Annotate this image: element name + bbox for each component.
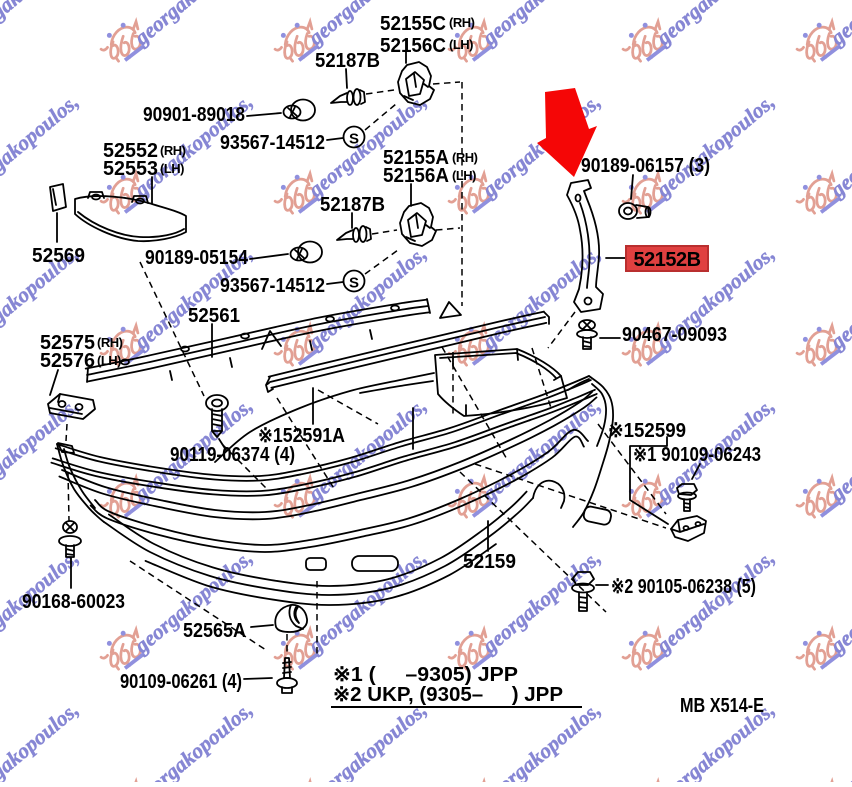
svg-text:※1 90109-06243: ※1 90109-06243 — [633, 444, 761, 466]
svg-text:52159: 52159 — [463, 551, 516, 573]
svg-text:(RH): (RH) — [160, 143, 186, 158]
svg-text:(LH): (LH) — [452, 168, 476, 183]
svg-text:90168-60023: 90168-60023 — [22, 591, 125, 613]
svg-text:90119-06374 (4): 90119-06374 (4) — [170, 444, 295, 466]
svg-text:S: S — [349, 275, 359, 292]
svg-text:52187B: 52187B — [320, 194, 385, 216]
svg-text:52565A: 52565A — [183, 620, 246, 642]
svg-text:※2 90105-06238 (5): ※2 90105-06238 (5) — [611, 576, 756, 598]
svg-text:52575: 52575 — [40, 332, 95, 354]
svg-text:52576: 52576 — [40, 350, 95, 372]
svg-text:93567-14512: 93567-14512 — [220, 275, 325, 297]
svg-text:90189-05154: 90189-05154 — [145, 247, 249, 269]
svg-text:MB X514-E: MB X514-E — [680, 695, 764, 717]
svg-text:52152B: 52152B — [633, 249, 700, 271]
svg-text:52552: 52552 — [103, 140, 158, 162]
svg-text:(LH): (LH) — [97, 353, 121, 368]
svg-text:※152591A: ※152591A — [258, 425, 345, 447]
svg-text:90189-06157 (3): 90189-06157 (3) — [581, 155, 710, 177]
svg-text:※2 UKP, (9305– ) JPP: ※2 UKP, (9305– ) JPP — [333, 684, 563, 706]
svg-text:52156A: 52156A — [383, 165, 449, 187]
svg-text:(RH): (RH) — [452, 150, 478, 165]
svg-text:S: S — [349, 131, 359, 148]
svg-text:52569: 52569 — [32, 245, 85, 267]
svg-text:(RH): (RH) — [449, 15, 475, 30]
svg-text:52187B: 52187B — [315, 50, 380, 72]
svg-text:※152599: ※152599 — [608, 420, 686, 442]
svg-text:93567-14512: 93567-14512 — [220, 132, 325, 154]
svg-text:※1 ( –9305) JPP: ※1 ( –9305) JPP — [333, 664, 518, 686]
svg-text:52155A: 52155A — [383, 147, 449, 169]
svg-text:90467-09093: 90467-09093 — [622, 324, 727, 346]
svg-text:52553: 52553 — [103, 158, 158, 180]
svg-text:(RH): (RH) — [97, 335, 123, 350]
svg-text:52156C: 52156C — [380, 35, 446, 57]
svg-text:52561: 52561 — [188, 305, 240, 327]
svg-text:52155C: 52155C — [380, 13, 446, 35]
svg-text:(LH): (LH) — [160, 161, 184, 176]
svg-text:90109-06261 (4): 90109-06261 (4) — [120, 671, 242, 693]
svg-text:90901-89018: 90901-89018 — [143, 104, 245, 126]
svg-text:(LH): (LH) — [449, 37, 473, 52]
